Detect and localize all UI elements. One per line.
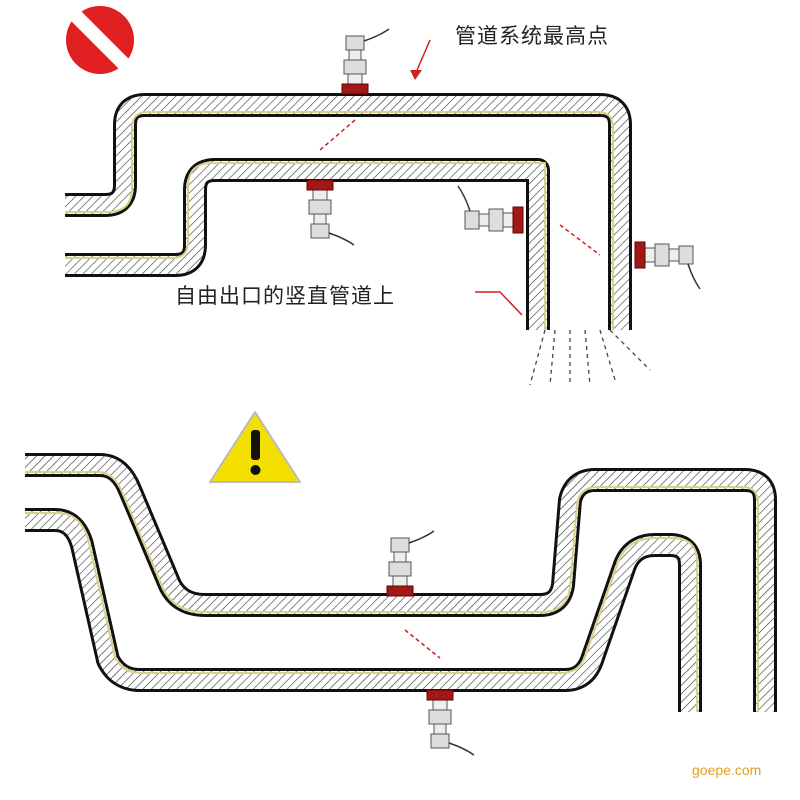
warning-icon [209,411,301,483]
vertical-outlet-label: 自由出口的竖直管道上 [175,284,395,308]
sensor-bottom-upper [386,530,435,597]
vertical-outlet-arrow [475,291,523,316]
sensor-top-highest [341,28,390,95]
water-spray [529,329,651,386]
sensor-top-inner [306,179,355,246]
watermark: goepe.com [692,762,762,778]
highest-point-arrow [414,39,431,76]
prohibited-icon [66,6,134,74]
sensor-bottom-lower [426,689,475,756]
sensor-vertical-right [634,241,701,290]
bottom-pipe [25,453,777,712]
top-pipe [65,28,701,386]
sensor-vertical-left [457,185,524,234]
highest-point-label: 管道系统最高点 [455,24,609,48]
